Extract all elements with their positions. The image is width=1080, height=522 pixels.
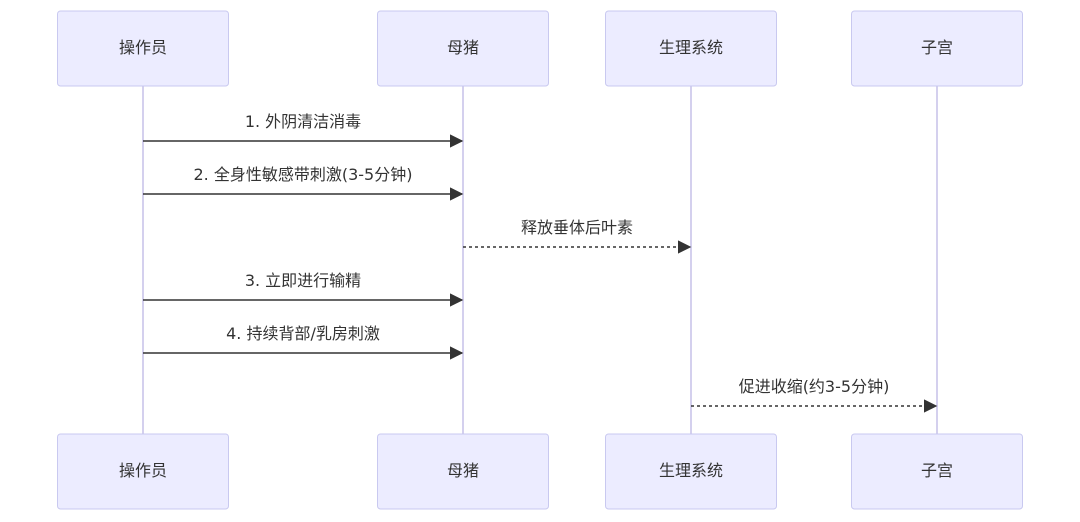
message-label: 4. 持续背部/乳房刺激 [226, 324, 380, 343]
actor-operator-top: 操作员 [57, 10, 229, 87]
message-label: 释放垂体后叶素 [521, 218, 633, 237]
message-5: 4. 持续背部/乳房刺激 [143, 324, 464, 360]
actor-label: 母猪 [447, 38, 479, 57]
actor-label: 生理系统 [659, 38, 723, 57]
messages: 1. 外阴清洁消毒 2. 全身性敏感带刺激(3-5分钟) 释放垂体后叶素 3. 立即进… [143, 112, 938, 413]
actor-label: 子宫 [921, 461, 953, 480]
message-6: 促进收缩(约3-5分钟) [691, 377, 938, 413]
actor-label: 操作员 [119, 38, 167, 57]
message-label: 1. 外阴清洁消毒 [245, 112, 361, 131]
actor-physiology-top: 生理系统 [605, 10, 777, 87]
actor-sow-top: 母猪 [377, 10, 549, 87]
actor-box [377, 433, 549, 510]
actor-box [57, 10, 229, 87]
actor-box [605, 433, 777, 510]
message-label: 促进收缩(约3-5分钟) [739, 377, 890, 396]
actor-label: 生理系统 [659, 461, 723, 480]
message-4: 3. 立即进行输精 [143, 271, 464, 307]
message-3: 释放垂体后叶素 [463, 218, 692, 254]
message-label: 2. 全身性敏感带刺激(3-5分钟) [194, 165, 413, 184]
actor-label: 母猪 [447, 461, 479, 480]
actor-physiology-bottom: 生理系统 [605, 433, 777, 510]
message-label: 3. 立即进行输精 [245, 271, 361, 290]
actor-uterus-top: 子宫 [851, 10, 1023, 87]
message-1: 1. 外阴清洁消毒 [143, 112, 464, 148]
actors-bottom: 操作员 母猪 生理系统 子宫 [57, 433, 1023, 510]
actor-box [377, 10, 549, 87]
actor-label: 子宫 [921, 38, 953, 57]
actors-top: 操作员 母猪 生理系统 子宫 [57, 10, 1023, 87]
actor-box [851, 10, 1023, 87]
actor-box [57, 433, 229, 510]
message-2: 2. 全身性敏感带刺激(3-5分钟) [143, 165, 464, 201]
actor-box [605, 10, 777, 87]
actor-operator-bottom: 操作员 [57, 433, 229, 510]
actor-uterus-bottom: 子宫 [851, 433, 1023, 510]
actor-sow-bottom: 母猪 [377, 433, 549, 510]
actor-label: 操作员 [119, 461, 167, 480]
actor-box [851, 433, 1023, 510]
